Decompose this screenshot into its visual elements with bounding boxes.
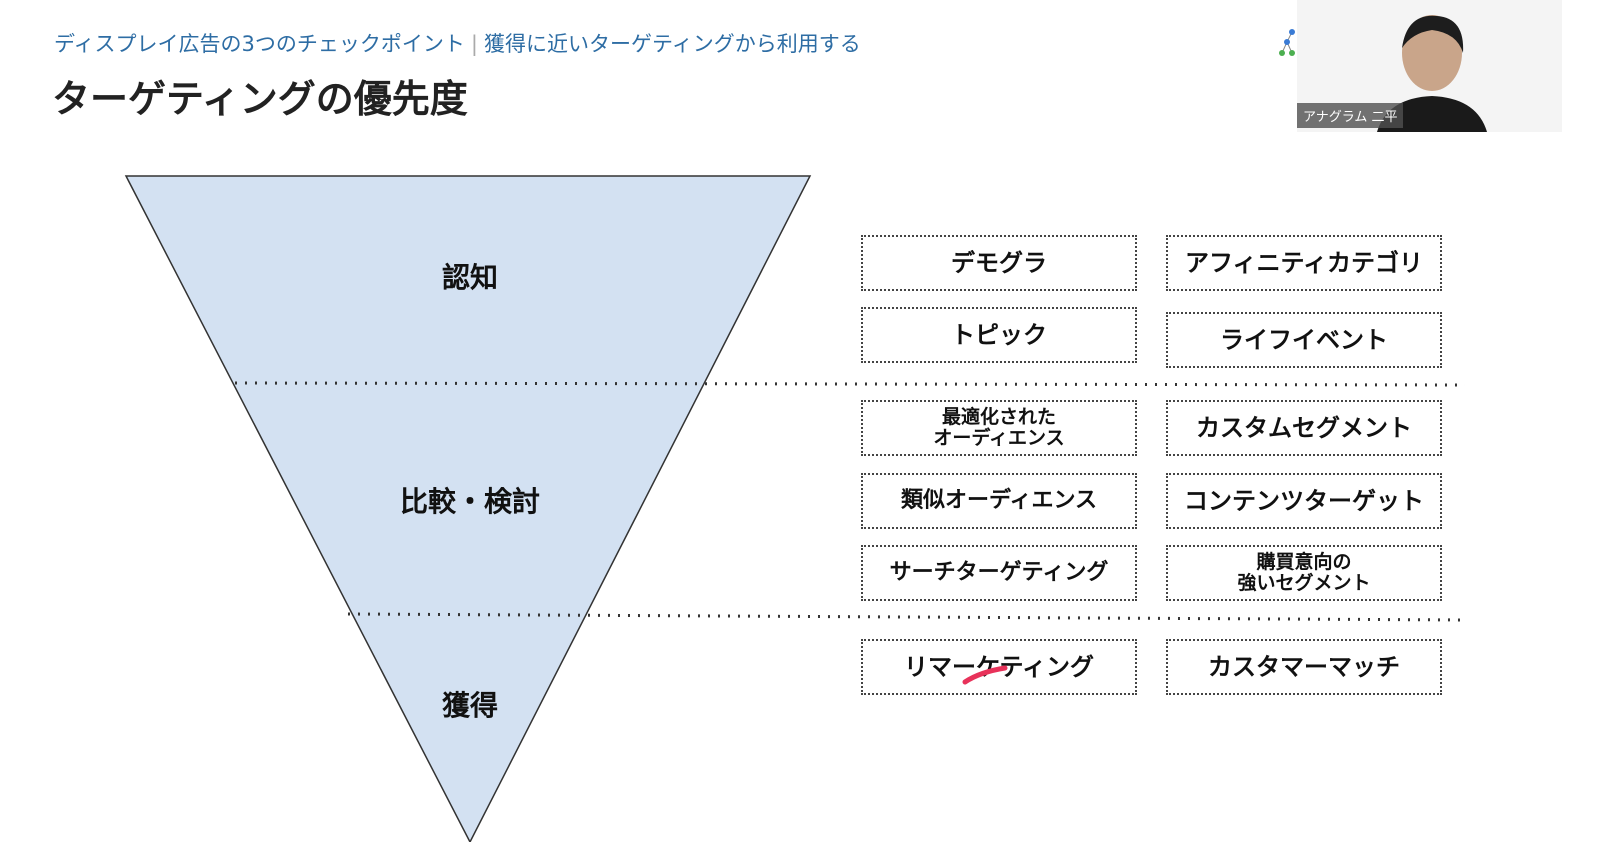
target-demographics: デモグラ xyxy=(861,235,1137,291)
stage-acquisition: 獲得 xyxy=(441,689,499,722)
target-affinity: アフィニティカテゴリ xyxy=(1166,235,1442,291)
participant-video[interactable]: アナグラム 二平 xyxy=(1297,0,1562,132)
target-optimized-audience: 最適化された オーディエンス xyxy=(861,400,1137,456)
participant-name: アナグラム 二平 xyxy=(1297,103,1404,128)
network-icon xyxy=(1279,29,1295,56)
subtitle-right: 獲得に近いターゲティングから利用する xyxy=(483,32,861,56)
stage-awareness: 認知 xyxy=(441,261,499,294)
target-search: サーチターゲティング xyxy=(861,545,1137,601)
target-topic: トピック xyxy=(861,307,1137,363)
target-similar-audience: 類似オーディエンス xyxy=(861,473,1137,529)
participant-avatar xyxy=(1377,15,1487,132)
funnel-triangle xyxy=(124,175,812,842)
subtitle-left: ディスプレイ広告の3つのチェックポイント xyxy=(54,32,465,56)
target-life-events: ライフイベント xyxy=(1166,312,1442,368)
slide-title: ターゲティングの優先度 xyxy=(52,77,468,121)
target-custom-segment: カスタムセグメント xyxy=(1166,400,1442,456)
target-customer-match: カスタマーマッチ xyxy=(1166,639,1442,695)
subtitle-separator: | xyxy=(470,32,478,56)
target-content: コンテンツターゲット xyxy=(1166,473,1442,529)
pen-annotation xyxy=(962,665,1008,685)
slide-subtitle: ディスプレイ広告の3つのチェックポイント|獲得に近いターゲティングから利用する xyxy=(54,28,861,58)
divider-acquisition xyxy=(347,612,1466,622)
target-in-market: 購買意向の 強いセグメント xyxy=(1166,545,1442,601)
stage-consideration: 比較・検討 xyxy=(399,485,541,518)
